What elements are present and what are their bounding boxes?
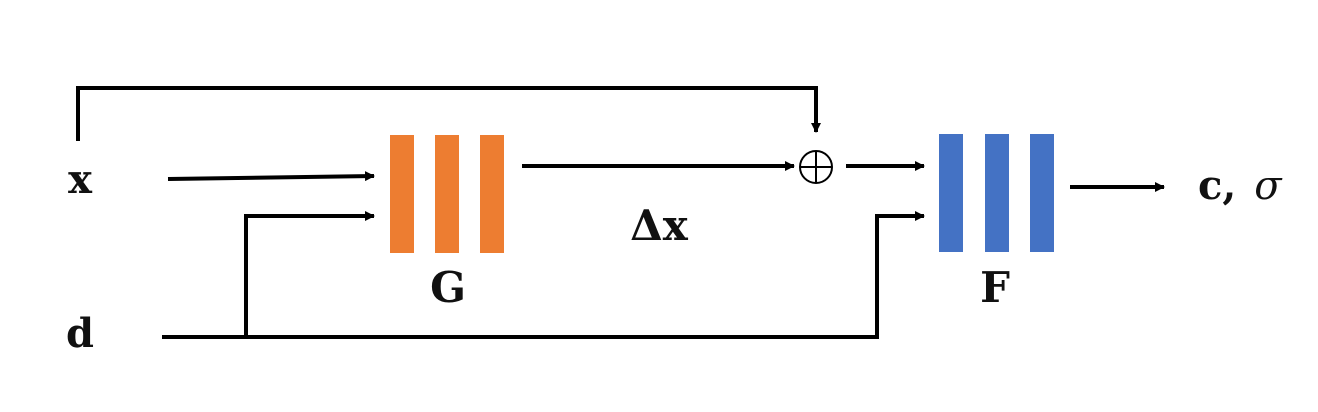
f-layer-bar xyxy=(1030,134,1054,252)
g-network-label: G xyxy=(430,263,466,312)
g-layer-bar xyxy=(390,135,414,253)
f-layer-bar xyxy=(985,134,1009,252)
skip-connection-line xyxy=(76,86,821,141)
f-network-label: F xyxy=(980,263,1010,312)
output-label: c, σ xyxy=(1198,162,1283,209)
g-network-block xyxy=(390,135,504,253)
arrow-x-to-g xyxy=(167,171,375,182)
sum-node-icon xyxy=(799,150,833,184)
g-layer-bar xyxy=(435,135,459,253)
arrow-d-to-g xyxy=(244,211,375,337)
input-d-label: d xyxy=(66,310,94,357)
f-network-block xyxy=(939,134,1054,252)
arrow-d-to-f xyxy=(162,211,925,339)
output-sigma-label: σ xyxy=(1254,163,1283,209)
delta-x-label: Δx xyxy=(630,201,689,250)
f-layer-bar xyxy=(939,134,963,252)
g-layer-bar xyxy=(480,135,504,253)
output-c-label: c, xyxy=(1198,162,1236,209)
input-x-label: x xyxy=(68,156,93,203)
